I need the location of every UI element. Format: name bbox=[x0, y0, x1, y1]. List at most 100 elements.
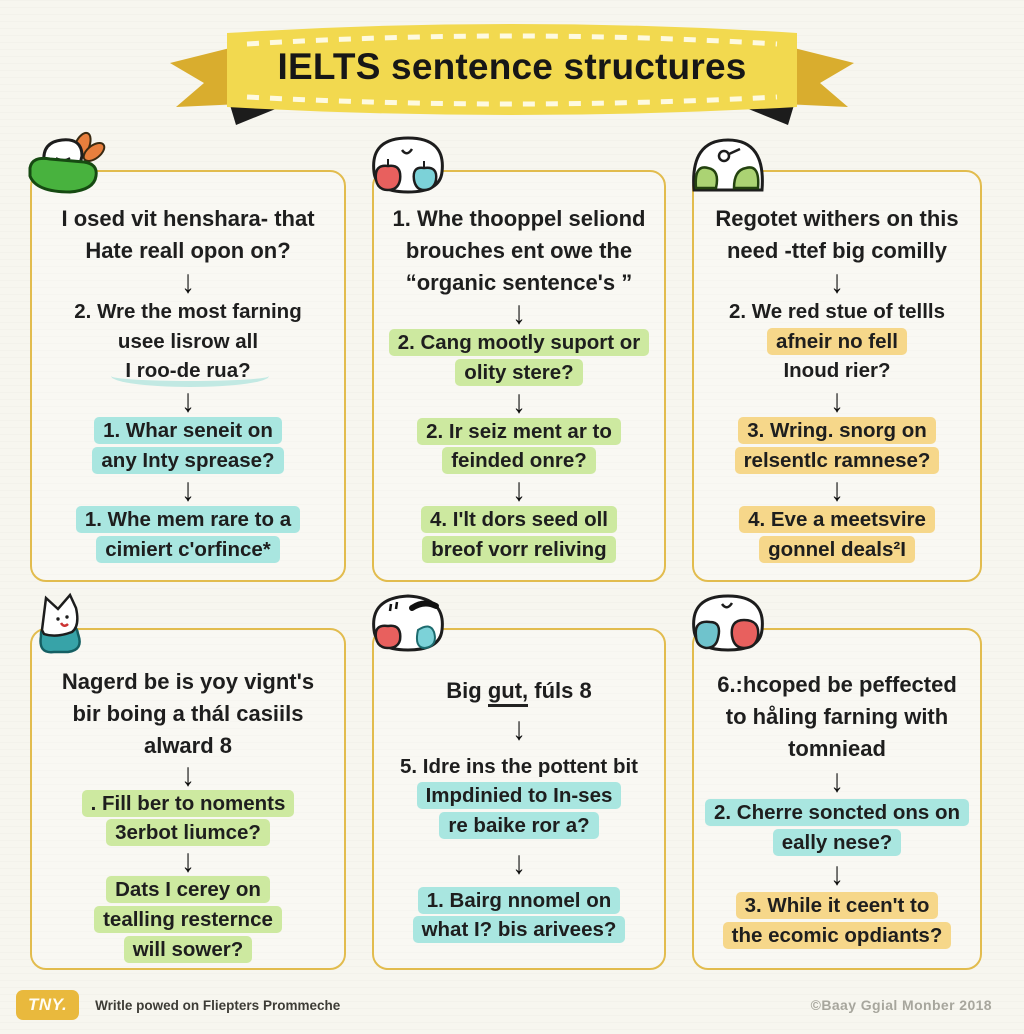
step-line: Nagerd be is yoy vignt's bbox=[61, 669, 315, 694]
step-line: I roo-de rua? bbox=[125, 359, 251, 383]
step-line: any Inty sprease? bbox=[92, 446, 284, 474]
step-line: 4. Eve a meetsvire bbox=[739, 506, 935, 534]
step-line: relsentlc ramnese? bbox=[734, 446, 940, 474]
brand-badge: TNY. bbox=[16, 990, 80, 1020]
step-line: gonnel deals²I bbox=[759, 535, 915, 563]
down-arrow-icon: ↓ bbox=[512, 710, 526, 747]
step-line: 4. I'lt dors seed oll bbox=[420, 506, 618, 534]
down-arrow-icon: ↓ bbox=[181, 756, 195, 793]
step-line: 2. We red stue of tellls bbox=[728, 299, 946, 323]
step-line: to håling farning with bbox=[725, 704, 949, 730]
step-text: 1. Whe thooppel seliond brouches ent owe … bbox=[393, 203, 646, 299]
step-line: 3. While it ceen't to bbox=[735, 892, 939, 920]
step-line: the ecomic opdiants? bbox=[722, 922, 952, 949]
card-steps: Regotet withers on this need -ttef big co… bbox=[694, 172, 980, 580]
step-line: 2. Cang mootly suport or bbox=[388, 329, 650, 357]
step-line: tealling resternce bbox=[94, 905, 282, 933]
step-line: alward 8 bbox=[143, 732, 233, 758]
step-line: fúls 8 bbox=[528, 677, 592, 703]
down-arrow-icon: ↓ bbox=[181, 843, 195, 880]
step-line: Hate reall opon on? bbox=[85, 238, 291, 264]
step-line: 1. Whe thooppel seliond bbox=[392, 206, 646, 232]
step-line: re baike ror a? bbox=[439, 812, 599, 840]
step-line: bir boing a thál casiils bbox=[72, 700, 304, 726]
down-arrow-icon: ↓ bbox=[181, 263, 195, 300]
down-arrow-icon: ↓ bbox=[830, 263, 844, 300]
down-arrow-icon: ↓ bbox=[512, 844, 526, 881]
footer-credit-group: TNY. Writle powed on Fliepters Prommeche bbox=[16, 990, 340, 1020]
step-line: . Fill ber to noments bbox=[81, 789, 295, 817]
step-line: eally nese? bbox=[772, 829, 902, 857]
step-line: I osed vit henshara- that bbox=[61, 206, 315, 232]
down-arrow-icon: ↓ bbox=[830, 855, 844, 892]
step-line: 2. Cherre soncted ons on bbox=[704, 799, 970, 827]
step-line: Impdinied to In-ses bbox=[416, 782, 622, 810]
card-3: Regotet withers on this need -ttef big co… bbox=[692, 138, 982, 582]
step-line: Inoud rier? bbox=[783, 359, 891, 383]
step-line: what I? bis arivees? bbox=[412, 916, 626, 944]
down-arrow-icon: ↓ bbox=[512, 472, 526, 509]
step-line: “organic sentence's ” bbox=[405, 269, 633, 295]
step-text: Big gut, fúls 8 bbox=[446, 675, 592, 707]
step-text: 6.:hcoped be peffected to håling farning … bbox=[717, 669, 957, 765]
down-arrow-icon: ↓ bbox=[830, 763, 844, 800]
step-line: 1. Whar seneit on bbox=[94, 416, 282, 444]
card-steps: Big gut, fúls 8↓5. Idre ins the pottent … bbox=[374, 630, 664, 968]
down-arrow-icon: ↓ bbox=[512, 383, 526, 420]
credit-text: Writle powed on Fliepters Prommeche bbox=[95, 997, 341, 1013]
step-line: 6.:hcoped be peffected bbox=[717, 672, 957, 698]
ribbon-graphic bbox=[170, 24, 854, 125]
down-arrow-icon: ↓ bbox=[512, 294, 526, 331]
page-title: IELTS sentence structures bbox=[277, 46, 747, 87]
down-arrow-icon: ↓ bbox=[830, 382, 844, 419]
step-line: 1. Whe mem rare to a bbox=[75, 506, 301, 534]
step-line: 2. Ir seiz ment ar to bbox=[417, 417, 621, 445]
step-line: tomniead bbox=[788, 736, 886, 762]
step-line: need -ttef big comilly bbox=[726, 238, 948, 264]
step-line: will sower? bbox=[123, 935, 253, 963]
step-line: cimiert c'orfince* bbox=[96, 535, 280, 563]
step-line: 2. Wre the most farning bbox=[74, 299, 302, 323]
step-line: brouches ent owe the bbox=[405, 238, 633, 264]
title-banner: IELTS sentence structures bbox=[162, 10, 862, 130]
card-steps: 1. Whe thooppel seliond brouches ent owe … bbox=[374, 172, 664, 580]
card-5: Big gut, fúls 8↓5. Idre ins the pottent … bbox=[372, 594, 666, 970]
copyright-text: ©Baay Ggial Monber 2018 bbox=[810, 997, 992, 1013]
card-steps: Nagerd be is yoy vignt's bir boing a thál… bbox=[32, 630, 344, 968]
step-line: feinded onre? bbox=[442, 447, 596, 475]
step-line: olity stere? bbox=[455, 358, 583, 386]
down-arrow-icon: ↓ bbox=[181, 382, 195, 419]
step-line: gut, bbox=[487, 677, 529, 707]
step-line: Dats I cerey on bbox=[106, 876, 270, 904]
down-arrow-icon: ↓ bbox=[830, 471, 844, 508]
step-line: breof vorr reliving bbox=[422, 536, 616, 564]
step-line: 1. Bairg nnomel on bbox=[417, 886, 621, 914]
step-text: Nagerd be is yoy vignt's bir boing a thál… bbox=[62, 666, 314, 762]
step-line: afneir no fell bbox=[767, 327, 907, 355]
down-arrow-icon: ↓ bbox=[181, 471, 195, 508]
step-line: Regotet withers on this bbox=[715, 206, 959, 232]
step-line: 3. Wring. snorg on bbox=[738, 416, 936, 444]
footer: TNY. Writle powed on Fliepters Prommeche… bbox=[16, 990, 992, 1020]
card-4: Nagerd be is yoy vignt's bir boing a thál… bbox=[30, 592, 346, 970]
card-2: 1. Whe thooppel seliond brouches ent owe … bbox=[372, 136, 666, 582]
step-line: 3erbot liumce? bbox=[106, 819, 270, 847]
